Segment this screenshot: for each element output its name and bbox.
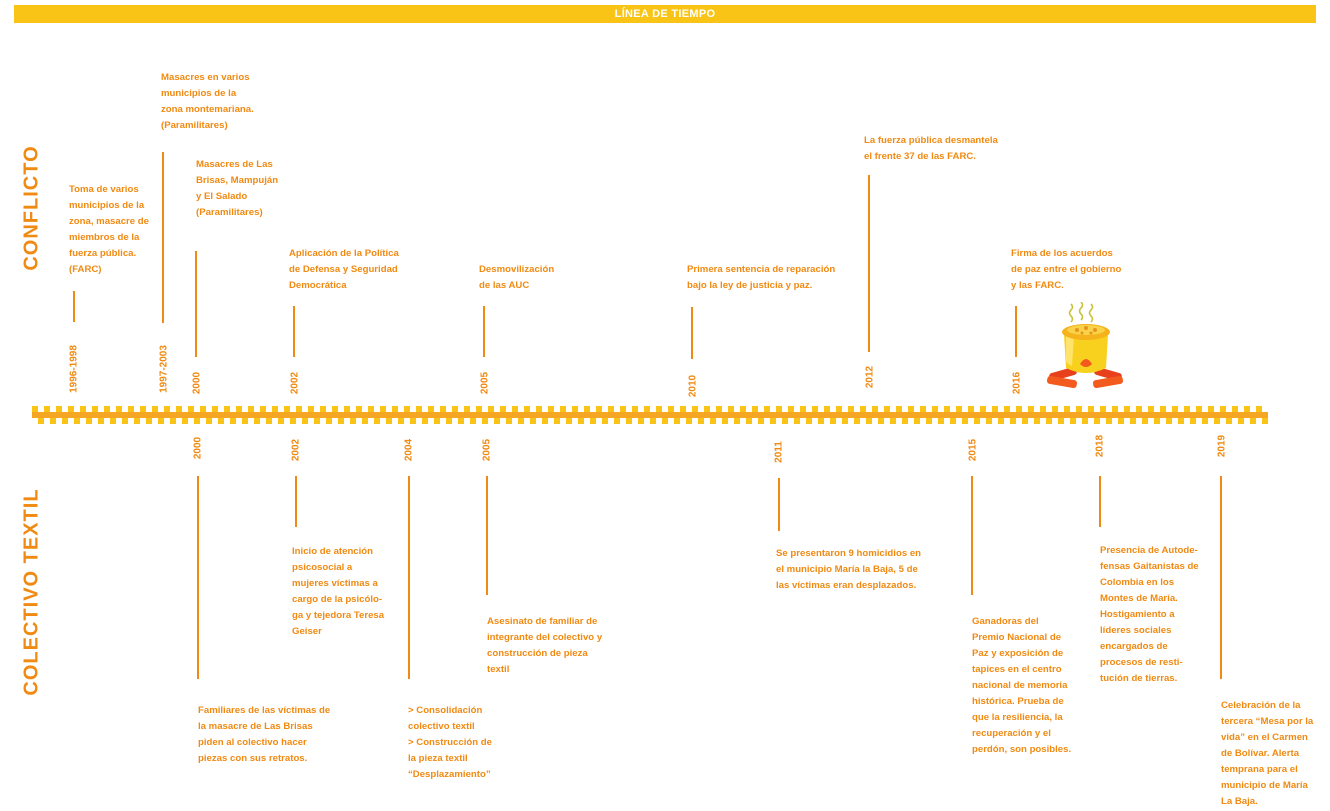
textile-event-text: Ganadoras del Premio Nacional de Paz y e… <box>972 616 1072 755</box>
textile-event-text: Se presentaron 9 homicidios en el munici… <box>776 548 922 591</box>
conflict-event-line <box>195 251 197 357</box>
textile-event-line <box>408 476 410 679</box>
timeline-band <box>32 406 1268 424</box>
textile-event-line <box>486 476 488 595</box>
conflict-event-line <box>1015 306 1017 357</box>
textile-event-line <box>1220 476 1222 679</box>
textile-event-text: Asesinato de familiar de integrante del … <box>487 616 603 675</box>
textile-event-text: Inicio de atención psicosocial a mujeres… <box>292 546 385 637</box>
conflict-event-line <box>73 291 75 322</box>
conflict-event-text: Firma de los acuerdos de paz entre el go… <box>1011 248 1122 291</box>
textile-event-text: Celebración de la tercera “Mesa por la v… <box>1221 700 1314 807</box>
textile-event-line <box>778 478 780 531</box>
conflict-event-text: Aplicación de la Política de Defensa y S… <box>289 248 399 291</box>
conflict-event-line <box>483 306 485 357</box>
textile-event-text: Presencia de Autode- fensas Gaitanistas … <box>1100 545 1199 684</box>
conflict-event-line <box>293 306 295 357</box>
textile-event-line <box>1099 476 1101 527</box>
textile-event-line <box>295 476 297 527</box>
conflict-event-text: Toma de varios municipios de la zona, ma… <box>69 184 149 275</box>
cooking-pot-fire-icon <box>1047 302 1123 389</box>
conflict-event-text: Masacres de Las Brisas, Mampuján y El Sa… <box>196 159 279 218</box>
conflict-event-text: Desmovilización de las AUC <box>479 264 555 291</box>
conflict-event-text: Primera sentencia de reparación bajo la … <box>687 264 836 291</box>
textile-event-text: Familiares de las víctimas de la masacre… <box>198 705 331 764</box>
conflict-event-text: La fuerza pública desmantela el frente 3… <box>864 135 998 162</box>
conflict-event-text: Masacres en varios municipios de la zona… <box>161 72 254 131</box>
conflict-event-line <box>162 152 164 323</box>
section-label-textile-text: COLECTIVO TEXTIL <box>20 488 43 696</box>
section-label-conflict-text: CONFLICTO <box>20 145 43 271</box>
textile-event-text: > Consolidación colectivo textil > Const… <box>408 705 492 780</box>
header-bar: LÍNEA DE TIEMPO <box>14 5 1316 23</box>
textile-event-line <box>971 476 973 595</box>
conflict-event-line <box>691 307 693 359</box>
textile-event-line <box>197 476 199 679</box>
conflict-event-line <box>868 175 870 352</box>
timeline-title: LÍNEA DE TIEMPO <box>614 8 716 20</box>
